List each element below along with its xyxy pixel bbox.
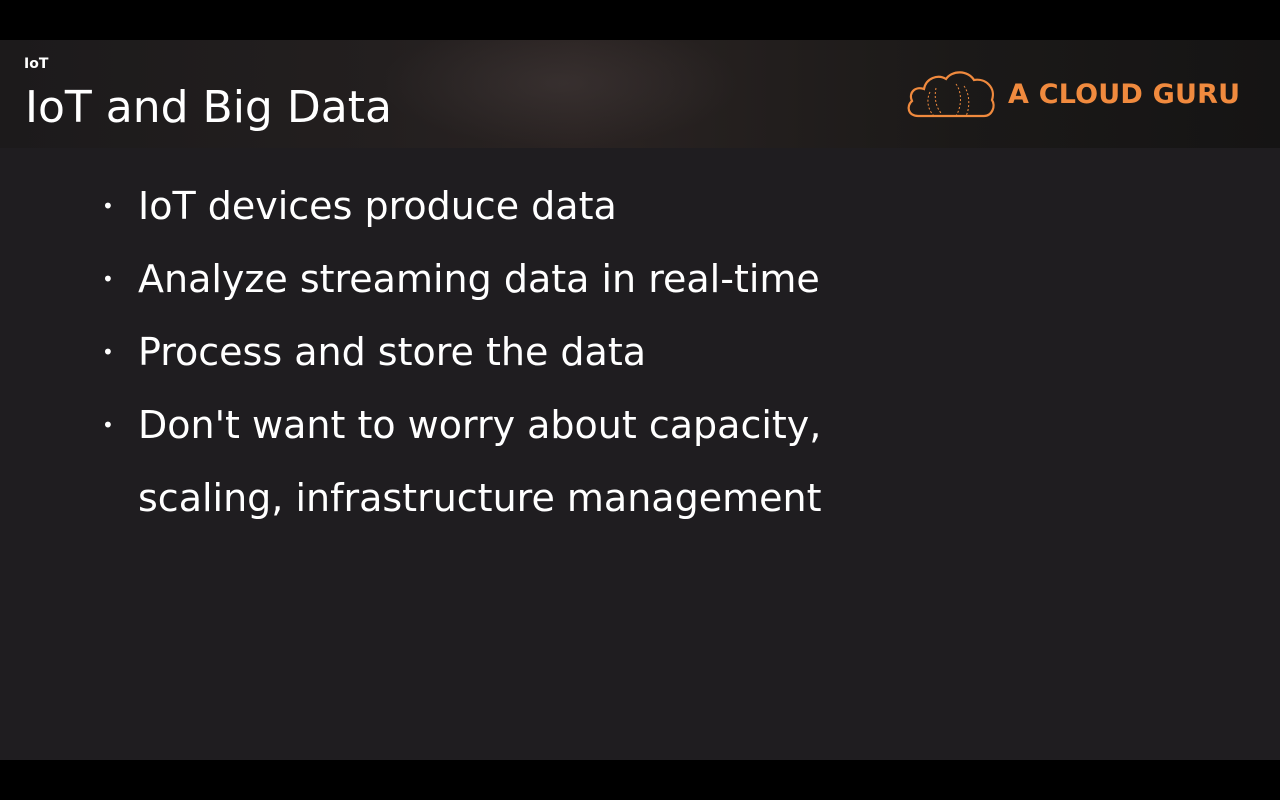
list-item: • IoT devices produce data: [100, 170, 1200, 243]
bullet-marker: •: [102, 413, 114, 437]
header-video-shade: [380, 40, 740, 148]
logo-text: A CLOUD GURU: [1008, 78, 1241, 110]
brand-logo: A CLOUD GURU: [904, 66, 1244, 122]
slide-header: IoT IoT and Big Data A CLOUD GURU: [0, 40, 1280, 148]
bullet-marker: •: [102, 340, 114, 364]
letterbox-bottom: [0, 760, 1280, 800]
bullet-text: Analyze streaming data in real-time: [138, 257, 820, 301]
letterbox-top: [0, 0, 1280, 40]
list-item: • Don't want to worry about capacity, sc…: [100, 389, 1200, 535]
bullet-text: Process and store the data: [138, 330, 647, 374]
cloud-icon: [907, 71, 995, 118]
bullet-text: IoT devices produce data: [138, 184, 617, 228]
bullet-marker: •: [102, 267, 114, 291]
section-label: IoT: [24, 56, 49, 72]
bullet-marker: •: [102, 194, 114, 218]
list-item: • Analyze streaming data in real-time: [100, 243, 1200, 316]
presentation-slide: IoT IoT and Big Data A CLOUD GURU • IoT …: [0, 40, 1280, 760]
list-item: • Process and store the data: [100, 316, 1200, 389]
slide-title: IoT and Big Data: [25, 82, 392, 133]
bullet-text: Don't want to worry about capacity, scal…: [138, 403, 834, 520]
bullet-list: • IoT devices produce data • Analyze str…: [100, 170, 1200, 535]
